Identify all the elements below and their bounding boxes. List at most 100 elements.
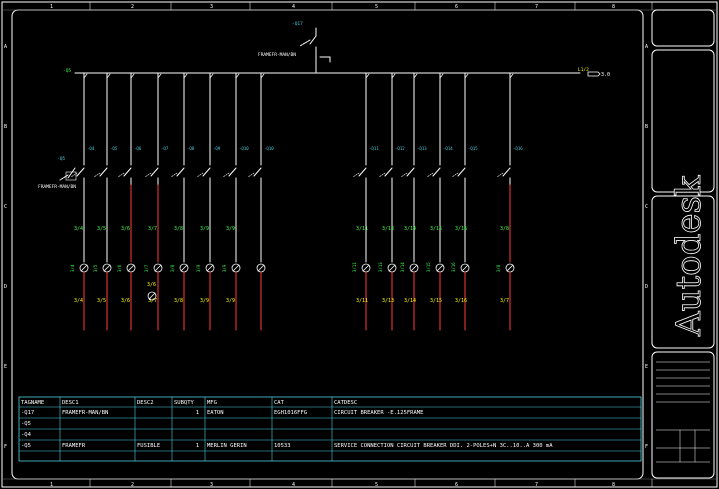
rotated-wire-label: 3/5 — [93, 264, 98, 272]
feeder-circuit: -Q11 3/11 3/11 3/11 — [352, 72, 379, 331]
right-arrow-label: 3.0 — [601, 72, 610, 78]
feeder-tag: -Q10 — [264, 146, 274, 151]
main-breaker: -Q17 FRAMEFR-MAN/BN — [258, 21, 331, 73]
rotated-wire-label: 3/11 — [352, 262, 357, 272]
wire-number-bottom: 3/8 — [174, 298, 183, 304]
table-cell: -Q17 — [21, 410, 34, 416]
wire-number-bottom: 3/7 — [148, 298, 157, 304]
feeder-tag: -Q10 — [239, 146, 249, 151]
table-header-cell: DESC1 — [62, 400, 79, 406]
wire-number-top: 3/15 — [430, 226, 442, 232]
right-feeder-bank: -Q11 3/11 3/11 3/11 -Q12 3/13 3/13 3/13 -Q13 3/14… — [352, 72, 523, 331]
wire-number-top: 3/11 — [356, 226, 368, 232]
rotated-wire-label: 3/6 — [117, 264, 122, 272]
table-cell: EATON — [207, 410, 224, 416]
feeder-tag: -Q13 — [417, 146, 427, 151]
feeder-tag: -Q5 — [110, 146, 118, 151]
border-number-bottom: 3 — [210, 482, 213, 488]
rotated-wire-label: 3/8 — [170, 264, 175, 272]
border-number-top: 6 — [455, 4, 458, 10]
border-number-bottom: 1 — [50, 482, 53, 488]
feeder-tag: -Q11 — [369, 146, 379, 151]
wire-number-top: 3/16 — [455, 226, 467, 232]
border-number-bottom: 2 — [131, 482, 134, 488]
table-cell: -Q5 — [21, 443, 31, 449]
title-block: Autodesk — [651, 9, 715, 479]
wire-number-top: 3/7 — [148, 226, 157, 232]
border-letter-right: C — [645, 204, 648, 210]
table-header-cell: DESC2 — [137, 400, 154, 406]
border-letter-left: C — [4, 204, 7, 210]
main-breaker-desc: FRAMEFR-MAN/BN — [258, 52, 296, 58]
feeder-tag: -Q9 — [213, 146, 221, 151]
main-breaker-tag: -Q17 — [292, 21, 303, 27]
table-cell: 10533 — [274, 443, 291, 449]
wire-number-bottom: 3/6 — [121, 298, 130, 304]
feeder-tag: -Q12 — [395, 146, 405, 151]
border-letter-left: B — [4, 124, 7, 130]
feeder-circuit: -Q12 3/13 3/13 3/13 — [378, 72, 405, 331]
table-cell: CIRCUIT BREAKER -E.125FRAME — [334, 410, 423, 416]
left-feed-label: -Q5 — [63, 68, 71, 74]
border-number-bottom: 5 — [375, 482, 378, 488]
right-feed-label: L1/2 — [578, 67, 589, 73]
table-cell: EGH1016FFG — [274, 410, 307, 416]
feeder-circuit: -Q73/73/73/7 — [144, 72, 169, 331]
rotated-wire-label: 3/15 — [426, 262, 431, 272]
left-breaker: -Q5 FRAMEFR-MAN/BN — [38, 156, 77, 190]
right-arrow-icon — [587, 71, 601, 77]
border-number-top: 5 — [375, 4, 378, 10]
rotated-wire-label: 3/7 — [144, 264, 149, 272]
rotated-wire-label: 3/4 — [70, 264, 75, 272]
wire-number-top: 3/6 — [121, 226, 130, 232]
border-number-bottom: 8 — [612, 482, 615, 488]
table-cell: 1 — [196, 443, 199, 449]
border-letter-left: F — [4, 444, 7, 450]
feeder-circuit: -Q83/83/83/8 — [170, 72, 195, 331]
table-cell: FUSIBLE — [137, 443, 160, 449]
wire-number-top: 3/13 — [382, 226, 394, 232]
wire-number-bottom: 3/13 — [382, 298, 394, 304]
wire-number-top: 3/9 — [226, 226, 235, 232]
rotated-wire-label: 3/9 — [222, 264, 227, 272]
border-number-bottom: 4 — [292, 482, 295, 488]
wire-number-bottom: 3/16 — [455, 298, 467, 304]
rotated-wire-label: 3/13 — [378, 262, 383, 272]
rotated-wire-label: 3/16 — [451, 262, 456, 272]
wire-number-top: 3/9 — [200, 226, 209, 232]
table-cell: FRAMEFR — [62, 443, 86, 449]
feeder-tag: -Q4 — [87, 146, 95, 151]
border-letter-right: D — [645, 284, 648, 290]
border-letter-left: D — [4, 284, 7, 290]
brand-logo: Autodesk — [669, 175, 709, 337]
table-cell: SERVICE CONNECTION CIRCUIT BREAKER DDI. … — [334, 443, 553, 449]
border-number-top: 1 — [50, 4, 53, 10]
border-letter-left: E — [4, 364, 7, 370]
border-number-top: 4 — [292, 4, 295, 10]
border-letter-right: B — [645, 124, 648, 130]
table-header-cell: TAGNAME — [21, 400, 44, 406]
table-header-cell: SUBQTY — [174, 400, 195, 406]
border-number-top: 8 — [612, 4, 615, 10]
wire-number-top: 3/8 — [174, 226, 183, 232]
rotated-wire-label: 3/14 — [400, 262, 405, 272]
table-header-cell: CAT — [274, 400, 285, 406]
feeder-circuit: -Q53/53/53/5 — [93, 72, 118, 331]
table-cell: MERLIN GERIN — [207, 443, 247, 449]
border-letter-left: A — [4, 44, 7, 50]
wire-number-top: 3/4 — [74, 226, 83, 232]
border-number-top: 7 — [535, 4, 538, 10]
wire-number-bottom: 3/5 — [97, 298, 106, 304]
wire-number-bottom: 3/11 — [356, 298, 368, 304]
feeder-tag: -Q14 — [443, 146, 453, 151]
border-number-top: 3 — [210, 4, 213, 10]
